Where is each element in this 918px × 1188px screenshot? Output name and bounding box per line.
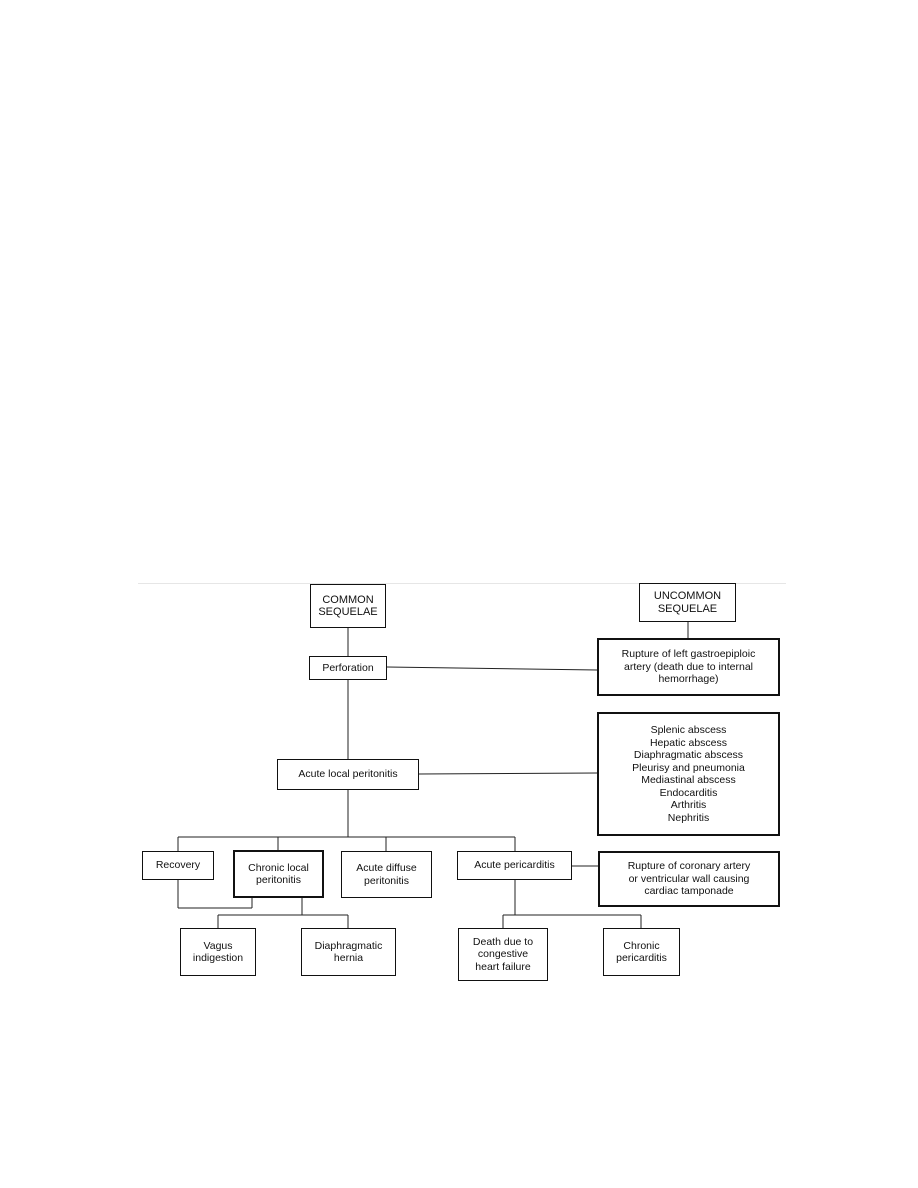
- node-label-line: Arthritis: [670, 799, 707, 811]
- node-label-line: Mediastinal abscess: [641, 774, 736, 786]
- node-label-line: Diaphragmatic: [314, 939, 383, 952]
- node-label-line: SEQUELAE: [657, 602, 718, 615]
- node-label-line: artery (death due to internal: [624, 660, 753, 673]
- node-label-line: peritonitis: [256, 874, 301, 886]
- acute-local-peritonitis-box: Acute local peritonitis: [277, 759, 419, 790]
- node-label-line: cardiac tamponade: [644, 885, 734, 898]
- node-label-line: Pleurisy and pneumonia: [632, 761, 745, 774]
- node-label-line: SEQUELAE: [318, 606, 378, 618]
- acute-pericarditis-box: Acute pericarditis: [457, 851, 572, 880]
- node-label-line: or ventricular wall causing: [628, 872, 750, 885]
- perforation-box: Perforation: [309, 656, 387, 680]
- node-label-line: Rupture of coronary artery: [627, 860, 751, 873]
- node-label-line: Recovery: [155, 859, 201, 872]
- node-label-line: Splenic abscess: [650, 724, 727, 736]
- node-label-line: peritonitis: [364, 874, 409, 887]
- node-label-line: COMMON: [322, 593, 374, 606]
- node-label-line: Acute local peritonitis: [298, 768, 398, 781]
- connector-acute-local-abscess: [418, 772, 598, 775]
- node-label-line: pericarditis: [616, 952, 667, 964]
- recovery-box: Recovery: [142, 851, 214, 880]
- node-label-line: hemorrhage): [658, 673, 719, 686]
- node-label-line: Vagus: [203, 939, 233, 952]
- node-label-line: Acute diffuse: [356, 862, 417, 874]
- node-label-line: Chronic local: [248, 861, 309, 874]
- node-label-line: Endocarditis: [659, 786, 718, 799]
- node-label-line: Perforation: [322, 661, 374, 674]
- node-label-line: hernia: [333, 952, 364, 964]
- node-label-line: congestive: [477, 948, 529, 961]
- node-label-line: Death due to: [472, 935, 534, 948]
- top-rule: [138, 583, 786, 584]
- node-label-line: Chronic: [623, 939, 660, 952]
- node-label-line: Nephritis: [667, 811, 710, 824]
- node-label-line: Acute pericarditis: [474, 859, 555, 872]
- node-label-line: indigestion: [192, 952, 244, 964]
- node-label-line: UNCOMMON: [653, 590, 722, 602]
- node-label-line: heart failure: [475, 960, 531, 973]
- connector-perforation-rupture-gastro: [386, 666, 598, 671]
- node-label-line: Hepatic abscess: [649, 736, 728, 749]
- node-label-line: Diaphragmatic abscess: [633, 749, 744, 761]
- node-label-line: Rupture of left gastroepiploic: [621, 648, 756, 661]
